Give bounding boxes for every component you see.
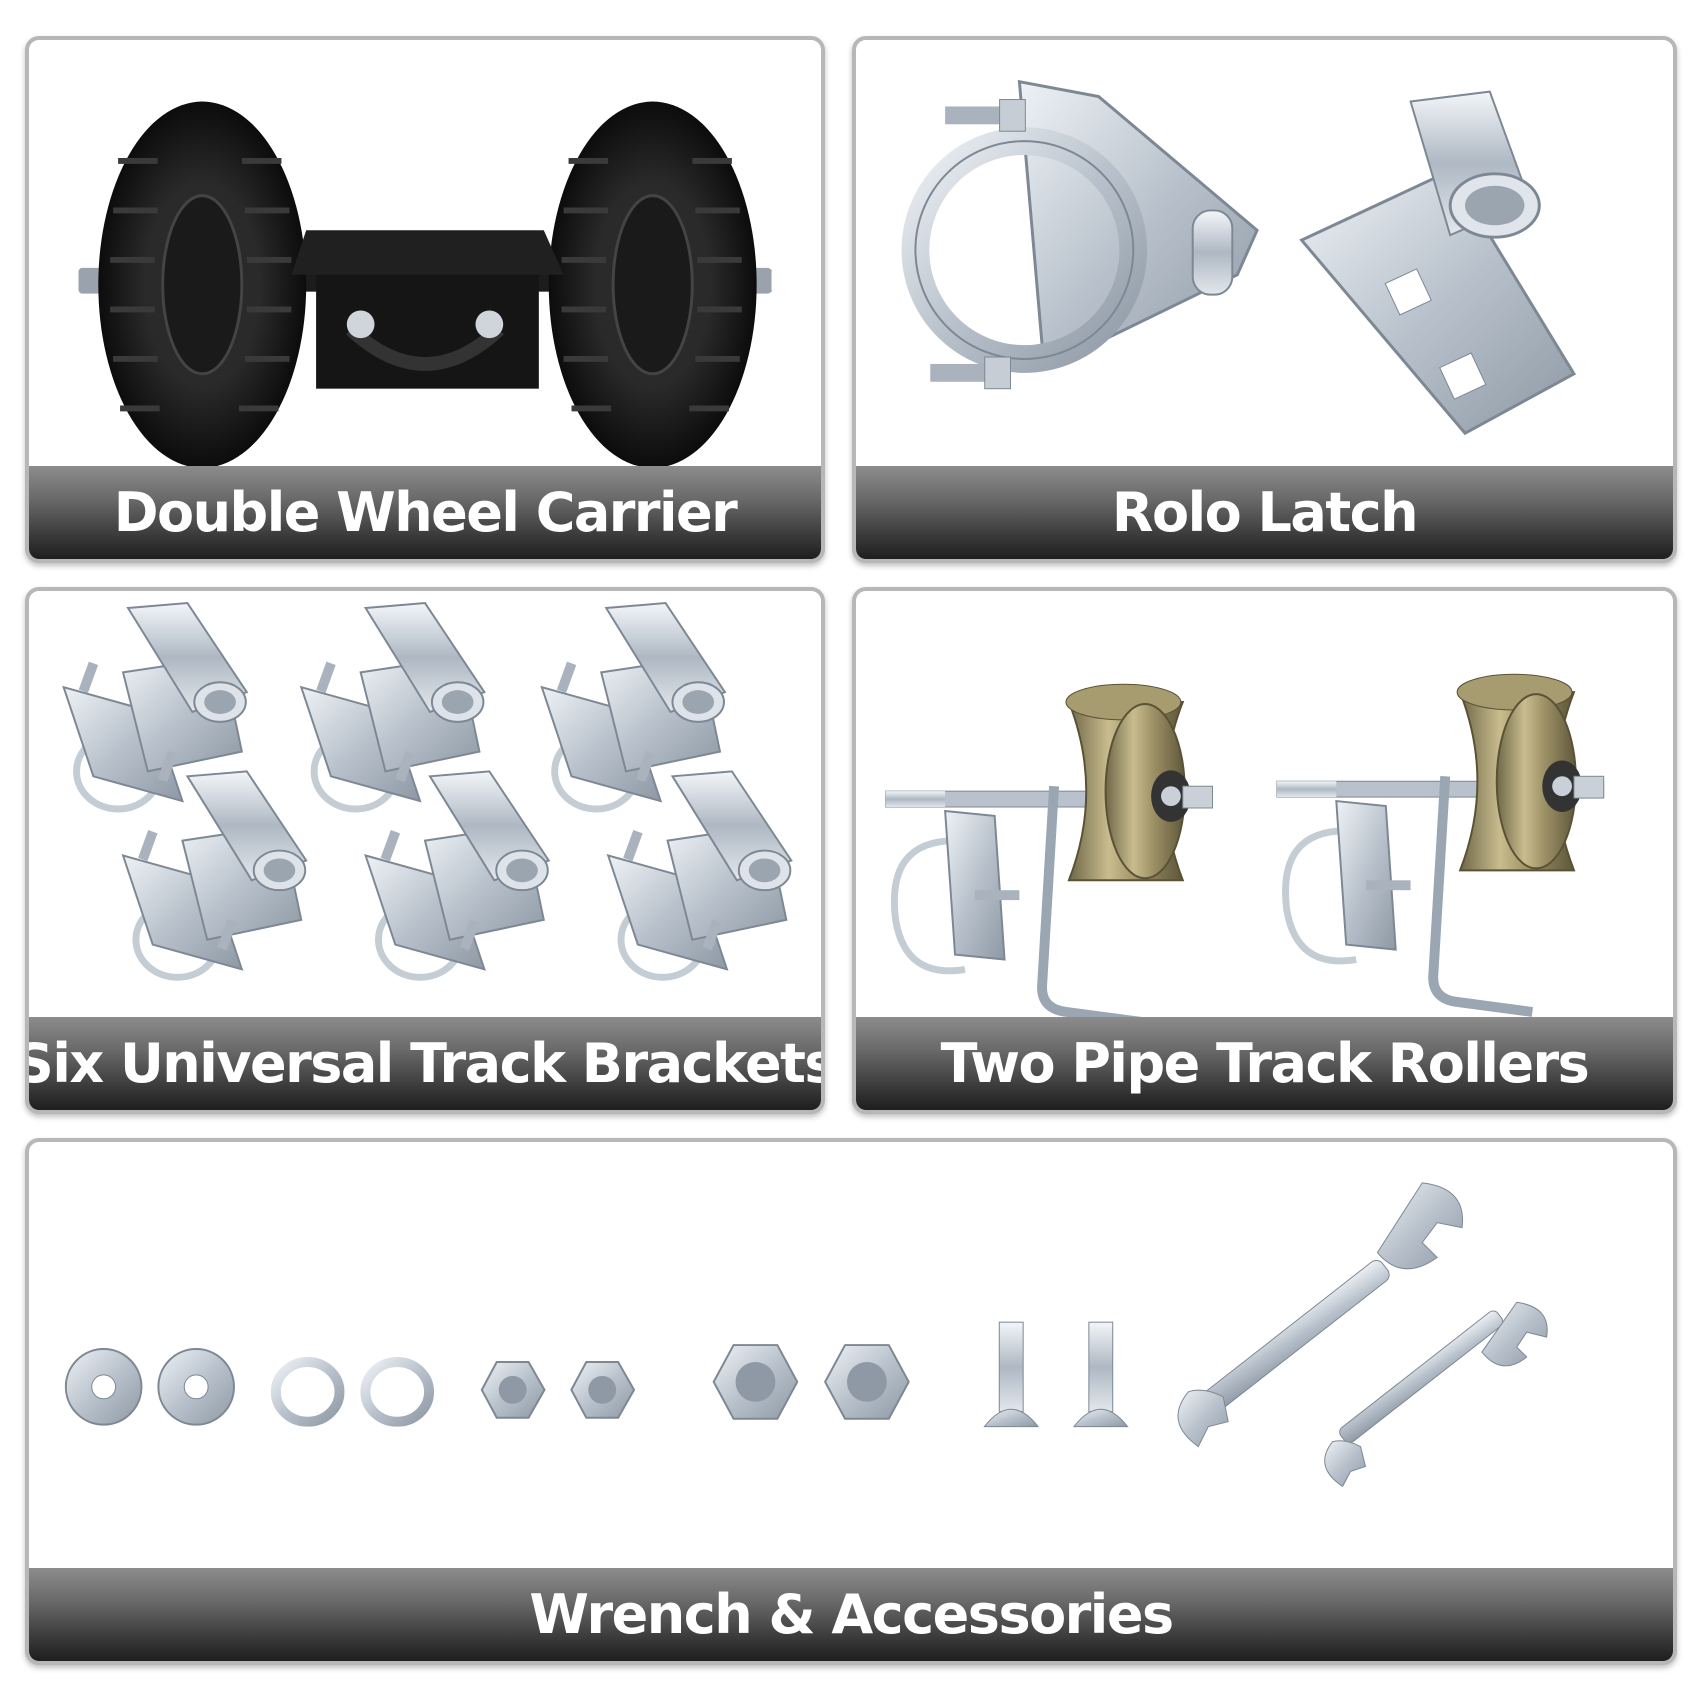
label-bar: Rolo Latch: [856, 466, 1673, 559]
accessories-illustration: [64, 1182, 1548, 1488]
panel-double-wheel-carrier: Double Wheel Carrier: [25, 36, 825, 563]
flat-washer-icon: [64, 1348, 235, 1426]
panel-rolo-latch: Rolo Latch: [852, 36, 1677, 563]
panel-title: Rolo Latch: [1111, 481, 1419, 544]
panel-title: Wrench & Accessories: [529, 1583, 1174, 1646]
panel-title: Double Wheel Carrier: [113, 481, 738, 544]
label-bar: Six Universal Track Brackets: [29, 1017, 821, 1110]
large-hex-nut-icon: [712, 1344, 910, 1420]
track-brackets-icon: [29, 591, 821, 1023]
panel-track-brackets: Six Universal Track Brackets: [25, 587, 825, 1114]
panel-title: Two Pipe Track Rollers: [940, 1032, 1590, 1095]
small-hex-nut-icon: [480, 1360, 636, 1419]
spring-washer-icon: [270, 1357, 435, 1427]
panel-accessories: Wrench & Accessories: [25, 1138, 1677, 1665]
track-rollers-icon: [856, 591, 1673, 1023]
rolo-latch-icon: [901, 79, 1577, 436]
label-bar: Wrench & Accessories: [29, 1568, 1673, 1661]
panel-track-rollers: Two Pipe Track Rollers: [852, 587, 1677, 1114]
carriage-bolt-icon: [983, 1321, 1129, 1428]
label-bar: Two Pipe Track Rollers: [856, 1017, 1673, 1110]
wheel-carrier-icon: [78, 101, 772, 468]
panel-title: Six Universal Track Brackets: [25, 1032, 825, 1095]
label-bar: Double Wheel Carrier: [29, 466, 821, 559]
open-end-wrench-icon: [1177, 1182, 1548, 1488]
